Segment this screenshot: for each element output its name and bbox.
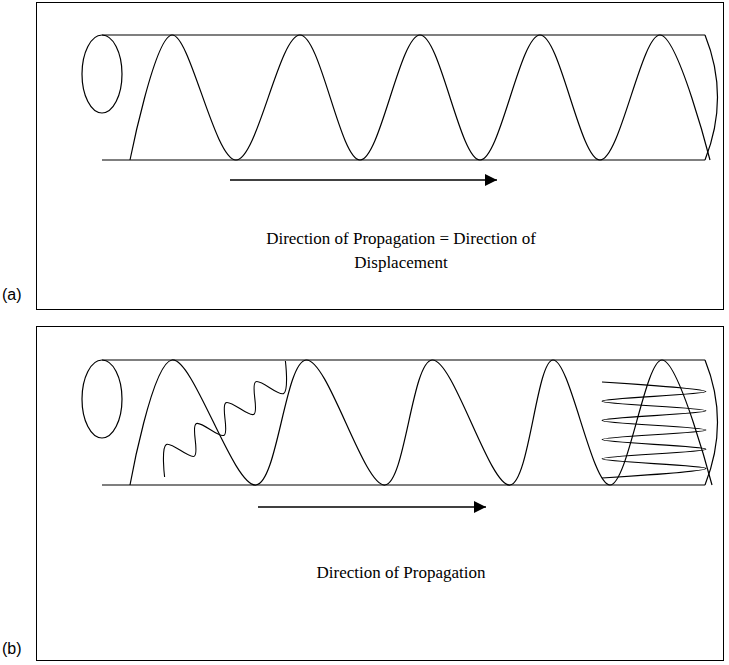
panel-box: Direction of Propagation <box>36 326 724 661</box>
caption-text: Direction of Propagation <box>251 561 551 585</box>
longitudinal-wave <box>130 35 710 160</box>
panel-letter: (b) <box>2 640 22 658</box>
caption-text: Direction of Propagation = Direction of … <box>251 227 551 275</box>
panel-letter: (a) <box>2 286 22 304</box>
tight-wave <box>602 382 706 478</box>
small-wave <box>163 361 286 477</box>
cylinder-b <box>82 360 718 485</box>
propagation-arrow <box>258 506 486 508</box>
transverse-wave <box>130 360 712 485</box>
cylinder-a <box>82 35 718 160</box>
propagation-arrow <box>230 179 497 181</box>
panel-box: Direction of Propagation = Direction of … <box>36 2 724 310</box>
